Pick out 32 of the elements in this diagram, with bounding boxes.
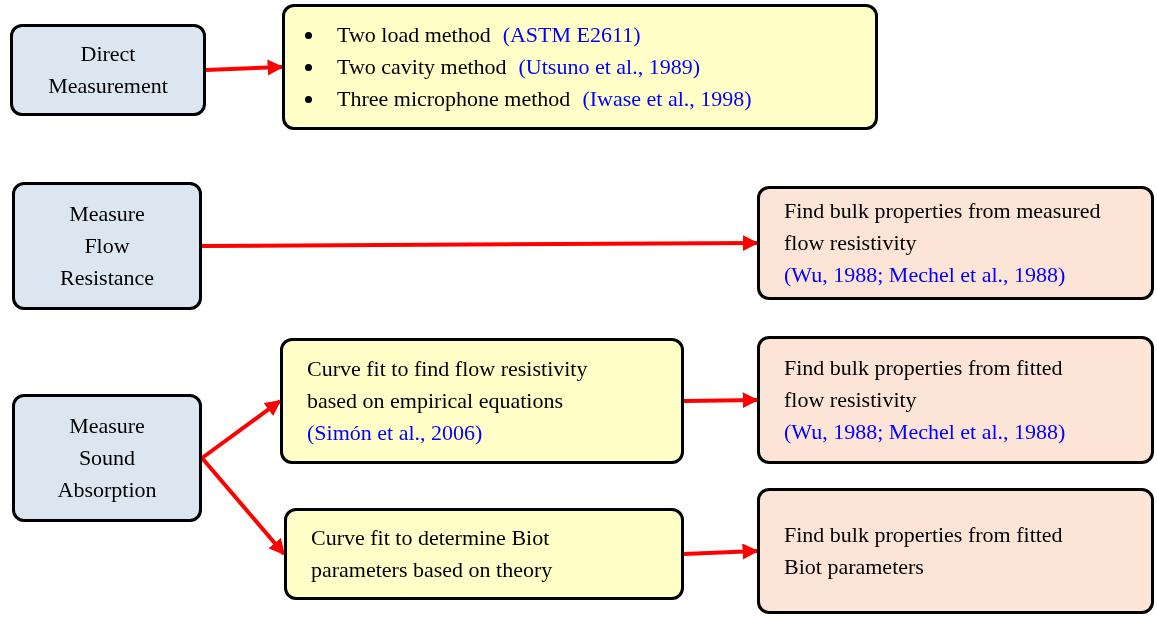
box-text: Find bulk properties from fitted flow resistivity [784,354,1064,414]
method-list-box [282,4,878,130]
process-box [280,338,684,464]
arrow [683,392,759,409]
box-text: Direct Measurement [47,40,169,100]
method-name: Two cavity method [337,53,507,81]
box-text: Find bulk properties from fitted Biot parameters [784,521,1064,581]
measurement-box [10,24,206,116]
result-box [757,186,1154,300]
citation: (ASTM E2611) [502,21,641,49]
arrow [200,399,282,460]
citation: (Iwase et al., 1998) [582,85,752,113]
arrow [202,235,759,252]
result-box [757,336,1154,464]
box-text: Measure Flow Resistance [58,200,156,292]
box-text: Curve fit to find flow resistivity based on empirical equations [307,355,589,415]
citation: (Simón et al., 2006) [307,419,484,447]
method-name: Two load method [337,21,491,49]
arrow [200,456,286,556]
arrow [683,543,759,560]
result-box [757,488,1154,614]
box-text: Curve fit to determine Biot parameters based on theory [311,524,554,584]
arrow [205,59,284,76]
citation: (Utsuno et al., 1989) [518,53,700,81]
citation: (Wu, 1988; Mechel et al., 1988) [784,418,1067,446]
box-text: Find bulk properties from measured flow resistivity [784,197,1102,257]
method-name: Three microphone method [337,85,571,113]
box-text: Measure Sound Absorption [56,412,158,504]
process-box [284,508,684,600]
citation: (Wu, 1988; Mechel et al., 1988) [784,261,1067,289]
measurement-box [12,182,202,310]
measurement-box [12,394,202,522]
